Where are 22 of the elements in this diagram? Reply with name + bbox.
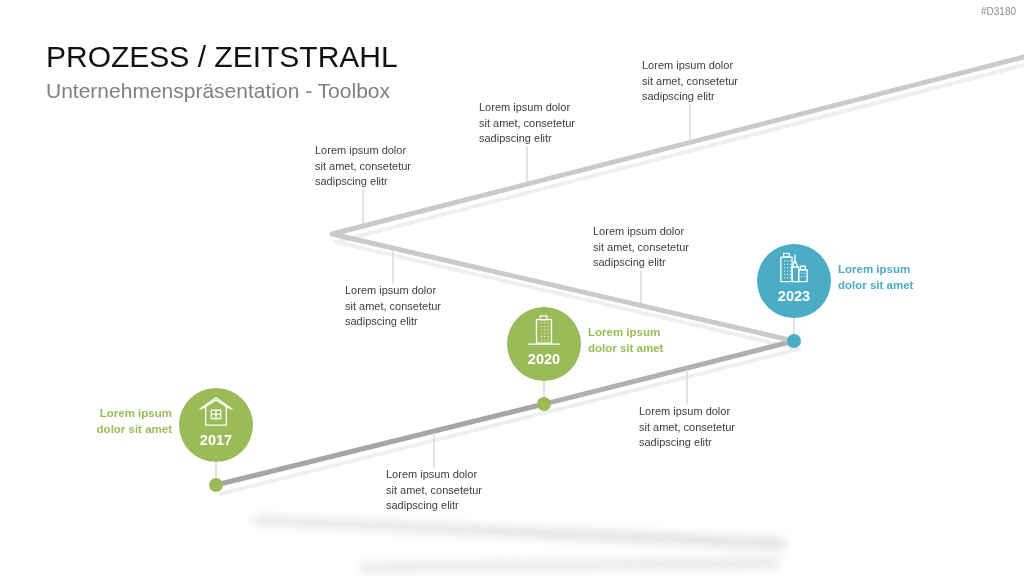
note-text: Lorem ipsum dolor sit amet, consetetur sadipscing elitr xyxy=(642,58,742,105)
note-text: Lorem ipsum dolor sit amet, consetetur sadipscing elitr xyxy=(639,404,739,451)
milestone-dot xyxy=(787,334,801,348)
slide-code: #D3180 xyxy=(980,6,1016,17)
milestone-caption: Lorem ipsum dolor sit amet xyxy=(838,262,915,293)
note-text: Lorem ipsum dolor sit amet, consetetur sadipscing elitr xyxy=(345,283,445,330)
note-text: Lorem ipsum dolor sit amet, consetetur sadipscing elitr xyxy=(386,467,486,514)
timeline-path xyxy=(548,340,790,405)
milestone-dot xyxy=(537,397,551,411)
slide-subtitle: Unternehmenspräsentation - Toolbox xyxy=(46,79,390,103)
timeline-path xyxy=(220,403,540,486)
year-label: 2020 xyxy=(527,350,561,368)
note-text: Lorem ipsum dolor sit amet, consetetur sadipscing elitr xyxy=(593,224,693,271)
milestone-caption: Lorem ipsum dolor sit amet xyxy=(588,325,665,356)
note-text: Lorem ipsum dolor sit amet, consetetur sadipscing elitr xyxy=(479,100,579,147)
milestone-caption: Lorem ipsum dolor sit amet xyxy=(95,406,172,437)
year-label: 2017 xyxy=(199,431,233,449)
timeline-path xyxy=(329,54,1024,342)
slide-title: PROZESS / ZEITSTRAHL xyxy=(46,40,398,74)
milestone-dot xyxy=(209,478,223,492)
year-label: 2023 xyxy=(777,287,811,305)
note-text: Lorem ipsum dolor sit amet, consetetur sadipscing elitr xyxy=(315,143,415,190)
